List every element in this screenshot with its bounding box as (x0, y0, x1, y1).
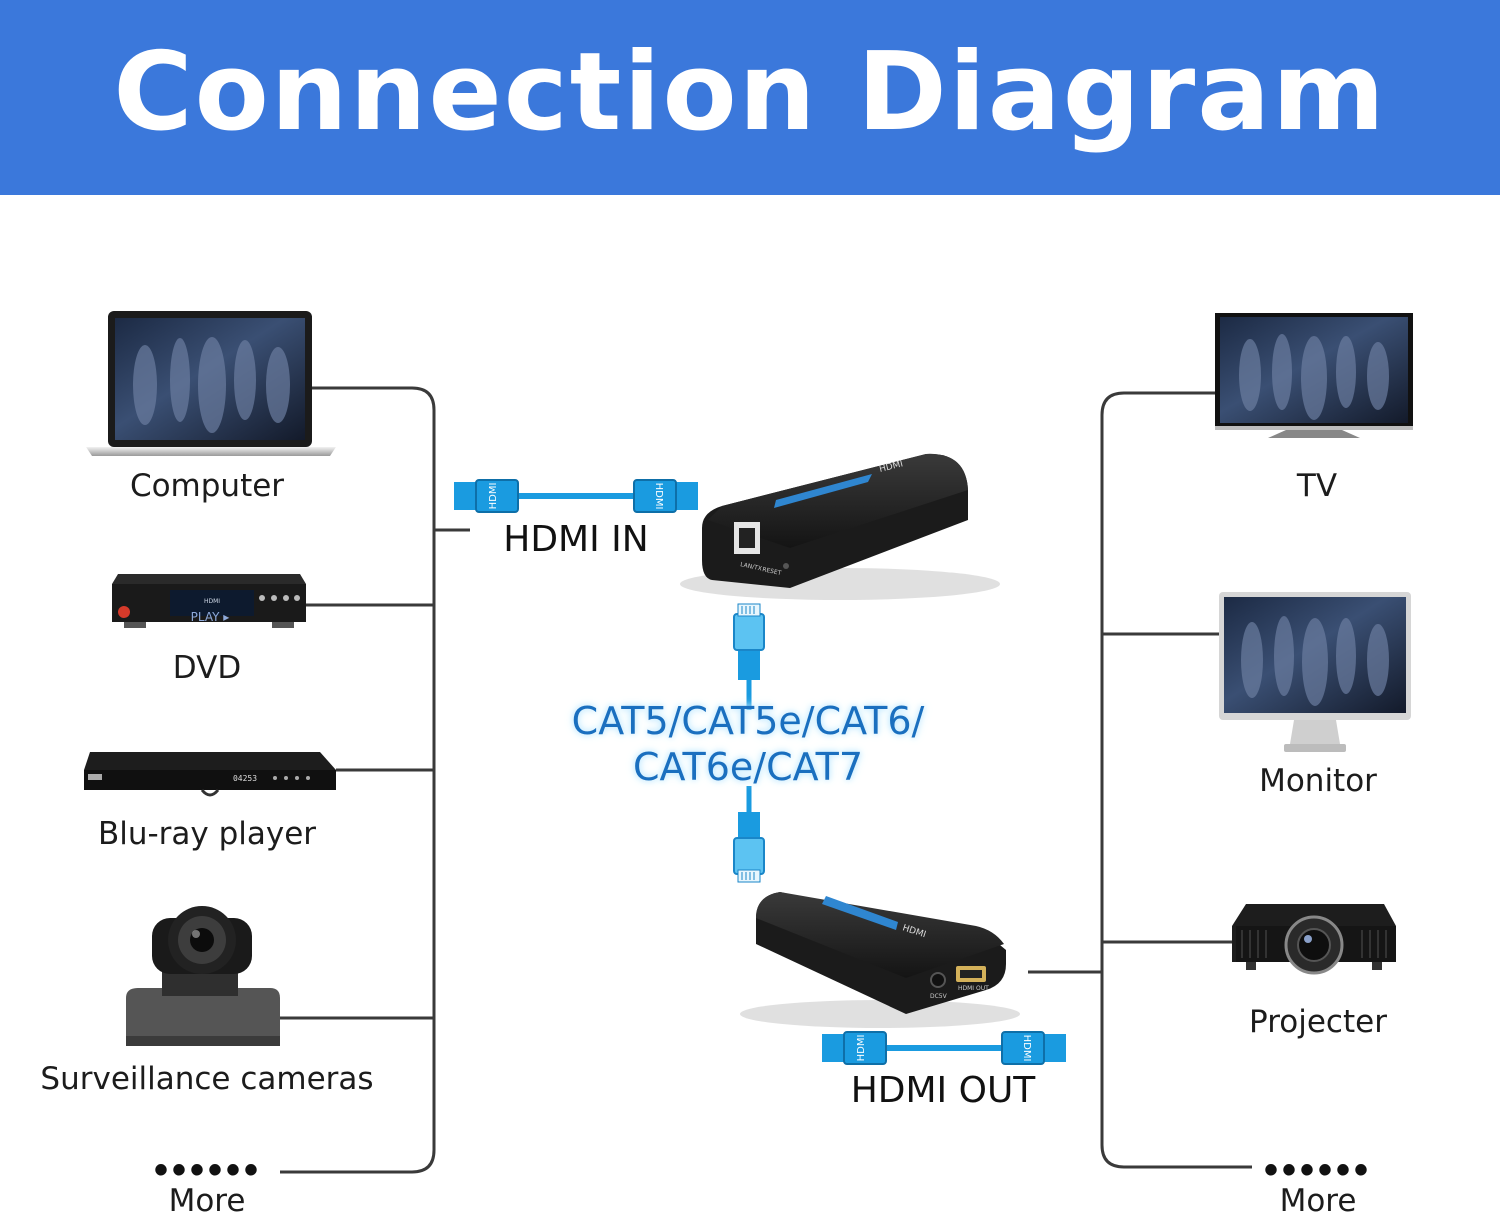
laptop-icon (86, 311, 336, 456)
cable-type-line-2: CAT6e/CAT7 (632, 745, 864, 789)
cable-type-label: CAT5/CAT5e/CAT6/ CAT6e/CAT7 (572, 698, 925, 790)
svg-text:04253: 04253 (233, 774, 257, 783)
tv-icon (1215, 313, 1413, 438)
svg-text:LAN/TX: LAN/TX (740, 561, 763, 572)
svg-text:PLAY ▸: PLAY ▸ (191, 610, 230, 624)
svg-text:HDMI: HDMI (653, 483, 664, 510)
hdmi-out-label: HDMI OUT (850, 1070, 1036, 1111)
cable-type-line-1: CAT5/CAT5e/CAT6/ (571, 699, 925, 743)
display-label-monitor: Monitor (1259, 763, 1377, 799)
ellipsis-icon: •••••• (1263, 1148, 1373, 1192)
source-label-dvd: DVD (172, 650, 242, 686)
source-label-more: More (168, 1183, 246, 1219)
ethernet-cable (733, 603, 765, 883)
transmitter-device: HDMI LAN/TX RESET (680, 453, 1000, 600)
header-banner: Connection Diagram (0, 0, 1500, 195)
svg-text:HDMI: HDMI (204, 598, 220, 605)
ellipsis-icon: •••••• (153, 1148, 263, 1192)
display-label-projector: Projecter (1249, 1004, 1387, 1040)
receiver-device: HDMI DC5V HDMI OUT (740, 892, 1020, 1028)
dvd-player-icon: HDMI PLAY ▸ (112, 574, 306, 628)
svg-text:HDMI: HDMI (488, 483, 499, 510)
display-bus-lines (1028, 391, 1252, 1169)
page-title: Connection Diagram (113, 30, 1387, 155)
svg-text:HDMI: HDMI (856, 1035, 867, 1062)
source-label-computer: Computer (129, 468, 285, 504)
source-label-cameras: Surveillance cameras (40, 1061, 374, 1097)
svg-text:HDMI: HDMI (1021, 1035, 1032, 1062)
ptz-camera-icon (126, 906, 280, 1046)
source-label-bluray: Blu-ray player (97, 816, 317, 852)
hdmi-cable-in: HDMI HDMI (454, 479, 698, 513)
projector-icon (1232, 904, 1396, 975)
svg-text:DC5V: DC5V (930, 993, 948, 1000)
monitor-icon (1219, 592, 1411, 752)
hdmi-in-label: HDMI IN (503, 519, 649, 560)
source-bus-lines (280, 386, 470, 1174)
display-label-more: More (1279, 1183, 1357, 1219)
bluray-player-icon: 04253 (84, 752, 336, 797)
svg-text:HDMI OUT: HDMI OUT (958, 985, 989, 992)
display-label-tv: TV (1296, 468, 1338, 504)
hdmi-cable-out: HDMI HDMI (822, 1031, 1066, 1065)
svg-text:RESET: RESET (762, 566, 783, 577)
